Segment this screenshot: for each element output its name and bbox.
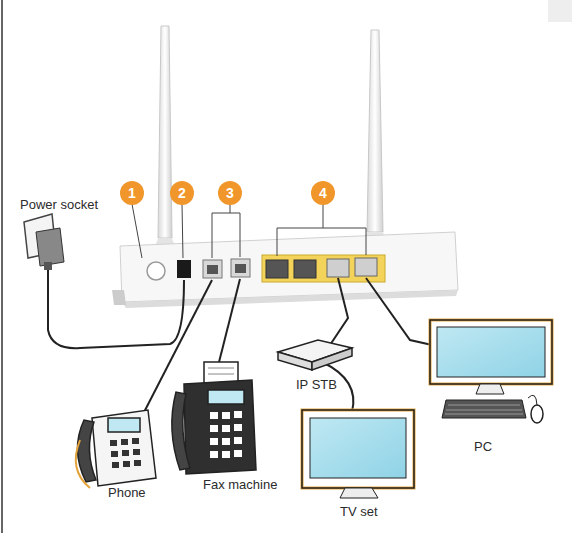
device-label: Power socket [20,198,98,211]
callout-number: 2 [178,186,186,200]
callout-number: 4 [319,186,327,200]
device-label: TV set [340,505,378,518]
device-label: Fax machine [203,478,277,491]
device-label: PC [474,440,492,453]
device-label: Phone [108,486,146,499]
device-label: IP STB [296,378,337,391]
callout-number: 3 [226,186,234,200]
callout-number: 1 [128,186,136,200]
